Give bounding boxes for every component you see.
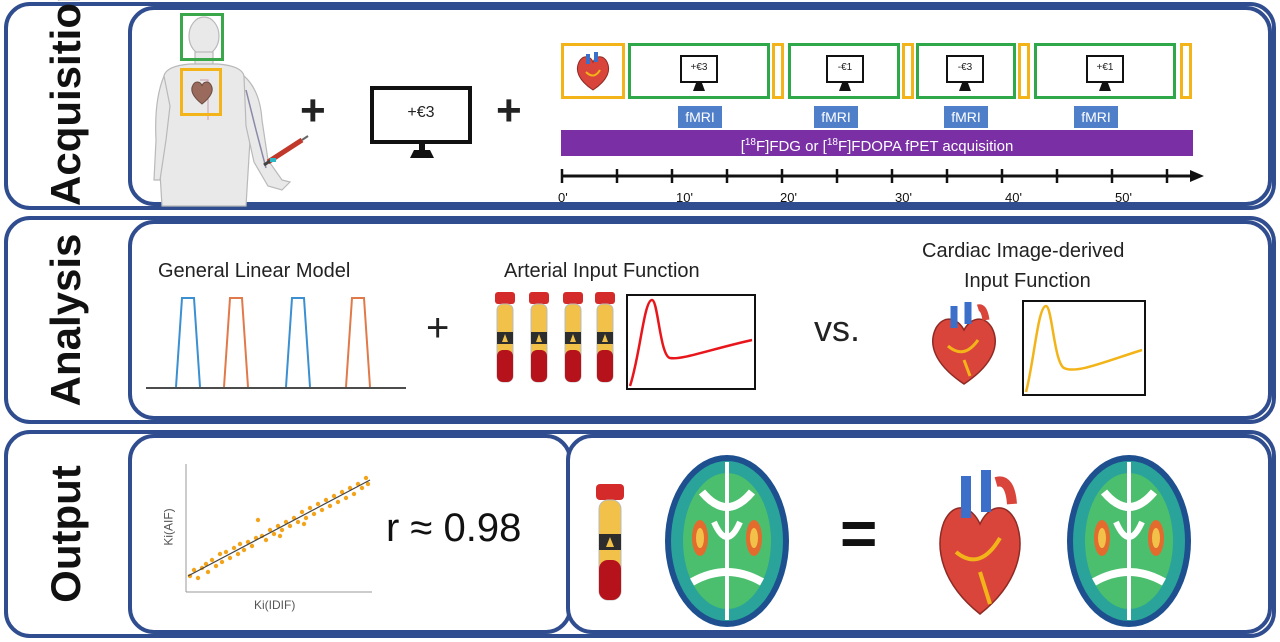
analysis-row-label: Analysis <box>42 233 89 407</box>
mini-monitor-2-text: -€1 <box>837 62 853 73</box>
rest-block-4 <box>1180 43 1192 99</box>
monitor-stand <box>410 144 434 158</box>
mini-monitor-2 <box>826 55 864 83</box>
output-row-label: Output <box>42 465 89 603</box>
glm-regressors-plot <box>146 297 406 389</box>
timeline-tick-20: 20' <box>780 190 797 205</box>
correlation-value: r ≈ 0.98 <box>386 506 522 550</box>
timeline-tick-0: 0' <box>558 190 568 205</box>
mini-monitor-3-text: -€3 <box>957 62 973 73</box>
analysis-plus-sign: + <box>426 306 450 350</box>
fmri-badge-3: fMRI <box>944 106 988 128</box>
scatter-y-axis-label: Ki(AIF) <box>161 508 176 546</box>
mini-monitor-1-text: +€3 <box>690 62 708 73</box>
mini-monitor-2-stand <box>839 83 851 91</box>
pet-bar-sup-2: 18 <box>826 137 838 148</box>
vs-text: vs. <box>814 308 861 349</box>
timeline-tick-30: 30' <box>895 190 912 205</box>
idif-title-line1: Cardiac Image-derived <box>922 240 1125 262</box>
pet-bar-text-pre: [ <box>740 138 745 155</box>
mini-monitor-1 <box>680 55 718 83</box>
heart-scan-box <box>561 43 625 99</box>
heart-region-box <box>180 68 222 116</box>
stimulus-block-2 <box>788 43 900 99</box>
mini-monitor-4 <box>1086 55 1124 83</box>
correlation-scatter-plot <box>185 464 372 593</box>
idif-curve-plot <box>1022 300 1146 396</box>
monitor-reward-text: +€3 <box>407 104 435 121</box>
fmri-badge-4: fMRI <box>1074 106 1118 128</box>
heart-icon-analysis <box>932 302 996 385</box>
mini-monitor-4-stand <box>1099 83 1111 91</box>
fmri-badge-1: fMRI <box>678 106 722 128</box>
rest-block-1 <box>772 43 784 99</box>
scatter-x-axis-label: Ki(IDIF) <box>254 598 296 612</box>
glm-title: General Linear Model <box>158 260 351 282</box>
chest-heart-icon <box>191 81 213 105</box>
fpet-acquisition-bar: [18F]FDG or [18F]FDOPA fPET acquisition <box>561 130 1193 156</box>
idif-curve <box>1024 304 1143 393</box>
head-box <box>180 13 224 61</box>
aif-title: Arterial Input Function <box>504 260 700 282</box>
mini-monitor-1-stand <box>693 83 705 91</box>
aif-curve <box>628 298 753 387</box>
timeline-tick-10: 10' <box>676 190 693 205</box>
pet-bar-text-mid: F]FDG or [ <box>755 138 827 155</box>
stimulus-monitor <box>370 86 472 144</box>
stimulus-block-3 <box>916 43 1016 99</box>
stimulus-block-4 <box>1034 43 1176 99</box>
output-correlation-panel <box>128 434 572 634</box>
mini-monitor-4-text: +€1 <box>1096 62 1114 73</box>
rest-block-2 <box>902 43 914 99</box>
blood-sample-tubes <box>495 292 615 383</box>
idif-title-line2: Input Function <box>964 270 1091 292</box>
mini-monitor-3 <box>946 55 984 83</box>
brain-ki-map-idif <box>1067 455 1191 627</box>
timeline-axis <box>560 169 1204 183</box>
plus-sign-2: + <box>496 86 522 135</box>
timeline-tick-50: 50' <box>1115 190 1132 205</box>
blood-tube-output <box>596 484 624 601</box>
heart-icon-small <box>576 52 610 91</box>
acquisition-row-label: Acquisition <box>42 0 89 206</box>
rest-block-3 <box>1018 43 1030 99</box>
aif-curve-plot <box>626 294 756 390</box>
syringe-icon <box>263 135 309 167</box>
mini-monitor-3-stand <box>959 83 971 91</box>
plus-sign-1: + <box>300 86 326 135</box>
stimulus-block-1 <box>628 43 770 99</box>
timeline-tick-40: 40' <box>1005 190 1022 205</box>
heart-icon-output <box>939 470 1021 615</box>
pet-bar-sup-1: 18 <box>744 137 756 148</box>
pet-bar-text-post: F]FDOPA fPET acquisition <box>837 138 1014 155</box>
equals-sign: = <box>840 497 878 569</box>
analysis-panel <box>128 220 1272 420</box>
human-body-figure <box>153 16 292 207</box>
brain-ki-map-aif <box>665 455 789 627</box>
fmri-badge-2: fMRI <box>814 106 858 128</box>
